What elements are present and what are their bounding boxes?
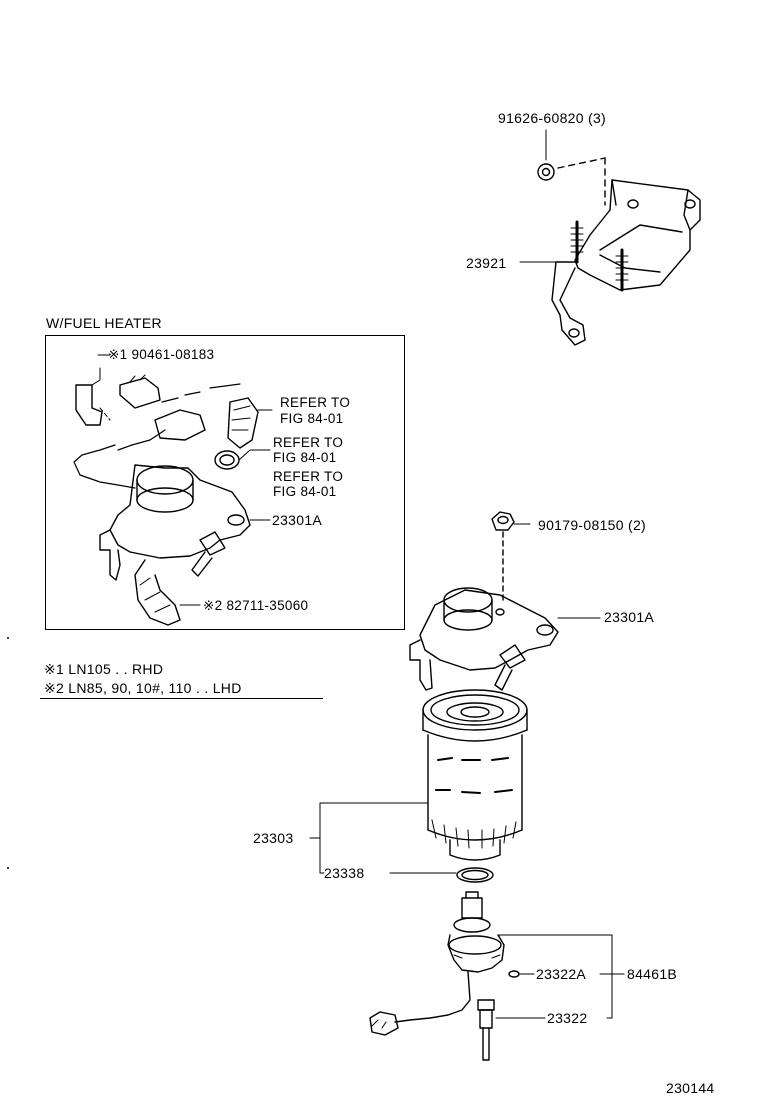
part-label-23322: 23322	[547, 1010, 588, 1026]
fuel-heater-box	[45, 335, 405, 630]
filter-head-icon	[409, 587, 601, 691]
refer-label-3b: FIG 84-01	[273, 484, 337, 499]
gasket-icon	[456, 867, 494, 883]
part-label-82711-35060: ※2 82711-35060	[203, 598, 309, 613]
part-label-23301a-heater: 23301A	[272, 512, 323, 528]
leader-23303	[319, 802, 429, 874]
heater-box-title: W/FUEL HEATER	[46, 315, 162, 331]
sensor-icon	[369, 891, 625, 1061]
part-label-90179-08150: 90179-08150 (2)	[538, 517, 647, 533]
part-label-84461b: 84461B	[627, 966, 678, 982]
refer-label-1b: FIG 84-01	[280, 411, 344, 426]
part-label-23338: 23338	[324, 865, 365, 881]
refer-label-2b: FIG 84-01	[273, 450, 337, 465]
part-label-23303: 23303	[253, 830, 294, 846]
note-2: ※2 LN85, 90, 10#, 110 . . LHD	[44, 680, 242, 696]
filter-element-icon	[422, 689, 528, 861]
nut-icon	[491, 511, 531, 601]
note-1: ※1 LN105 . . RHD	[44, 661, 164, 677]
note-underline	[40, 698, 323, 699]
bolt-icon	[537, 129, 555, 181]
figure-number: 230144	[666, 1080, 715, 1096]
part-label-23921: 23921	[466, 255, 507, 271]
refer-label-3a: REFER TO	[273, 469, 344, 484]
part-label-23322a: 23322A	[536, 966, 587, 982]
fuel-heater-assembly-icon	[73, 354, 273, 626]
part-label-91626-60820: 91626-60820 (3)	[498, 110, 607, 126]
refer-label-1a: REFER TO	[280, 395, 351, 410]
part-label-23301a: 23301A	[604, 609, 655, 625]
part-label-90461-08183: ※1 90461-08183	[108, 347, 215, 362]
refer-label-2a: REFER TO	[273, 435, 344, 450]
bracket-23921	[551, 157, 701, 346]
